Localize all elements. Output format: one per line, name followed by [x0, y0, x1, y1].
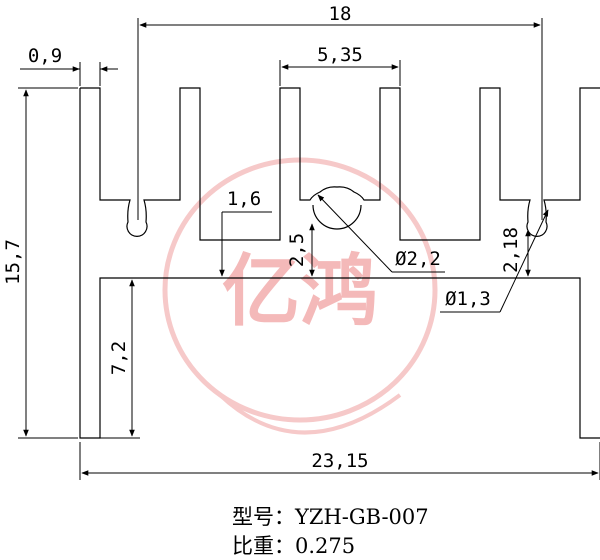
model-label: 型号： [232, 505, 295, 529]
dim-hole-small-label: Ø1,3 [445, 288, 491, 310]
watermark-text: 亿鸿 [222, 247, 378, 337]
dim-slot-width: 5,35 [279, 44, 401, 86]
center-boss-hole [312, 204, 362, 230]
dim-fin-span: 18 [137, 3, 543, 220]
caption-block: 型号：YZH-GB-007 比重：0.275 [232, 505, 429, 558]
dim-hole-large: Ø2,2 [317, 194, 445, 273]
weight-value: 0.275 [295, 534, 355, 558]
dim-wall-thickness-label: 0,9 [28, 45, 62, 67]
weight-label: 比重： [232, 534, 295, 558]
dim-fin-gap: 1,6 [219, 188, 272, 277]
dim-slot-width-label: 5,35 [317, 44, 363, 66]
dim-hole-small: Ø1,3 [440, 209, 549, 313]
dim-overall-height-label: 15,7 [2, 239, 24, 285]
dim-base-height-label: 7,2 [108, 341, 130, 375]
dim-base-height: 7,2 [100, 277, 140, 439]
dim-small-boss-height: 2,18 [500, 227, 531, 277]
watermark-logo: 亿鸿 [162, 157, 438, 435]
dim-wall-thickness: 0,9 [20, 45, 118, 86]
model-value: YZH-GB-007 [294, 505, 429, 529]
dim-overall-height: 15,7 [2, 87, 78, 439]
dim-fin-span-label: 18 [329, 3, 352, 25]
dim-hole-large-label: Ø2,2 [395, 248, 441, 270]
model-line: 型号：YZH-GB-007 [232, 505, 429, 529]
dim-boss-height: 2,5 [286, 223, 315, 277]
weight-line: 比重：0.275 [232, 534, 355, 558]
dim-fin-gap-label: 1,6 [227, 188, 261, 210]
dim-overall-width: 23,15 [79, 442, 600, 480]
dim-boss-height-label: 2,5 [286, 233, 308, 267]
heatsink-profile [80, 87, 600, 241]
dim-overall-width-label: 23,15 [311, 450, 368, 472]
dim-small-boss-height-label: 2,18 [500, 227, 522, 273]
